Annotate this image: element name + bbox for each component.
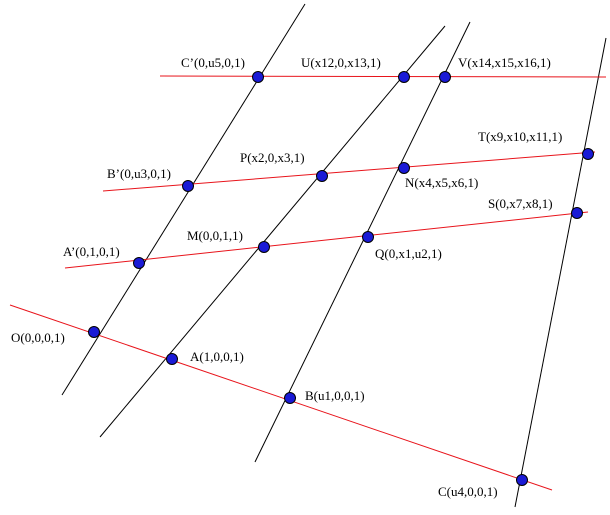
- label-M: M(0,0,1,1): [187, 228, 243, 243]
- point-T: [582, 148, 594, 160]
- point-A: [166, 353, 178, 365]
- point-B: [284, 392, 296, 404]
- point-A1: [133, 257, 145, 269]
- line-B1-T: [102, 151, 596, 192]
- point-O: [88, 326, 100, 338]
- point-U: [398, 71, 410, 83]
- point-C: [516, 474, 528, 486]
- label-B1: B’(0,u3,0,1): [107, 166, 171, 181]
- label-N: N(x4,x5,x6,1): [405, 175, 478, 190]
- line-C1-V: [159, 75, 607, 78]
- point-C1: [252, 71, 264, 83]
- line-B-V: [254, 21, 471, 463]
- label-C: C(u4,0,0,1): [438, 484, 498, 499]
- label-V: V(x14,x15,x16,1): [458, 55, 551, 70]
- label-U: U(x12,0,x13,1): [301, 55, 381, 70]
- line-A1-S: [64, 211, 589, 269]
- point-Q: [362, 231, 374, 243]
- label-O: O(0,0,0,1): [11, 330, 65, 345]
- label-T: T(x9,x10,x11,1): [478, 129, 562, 144]
- line-O-C1: [61, 3, 306, 396]
- point-V: [439, 71, 451, 83]
- point-B1: [182, 180, 194, 192]
- line-A-U: [99, 25, 446, 438]
- line-C-T: [514, 37, 607, 508]
- label-C1: C’(0,u5,0,1): [181, 55, 245, 70]
- point-P: [316, 170, 328, 182]
- label-P: P(x2,0,x3,1): [240, 150, 305, 165]
- label-Q: Q(0,x1,u2,1): [375, 246, 442, 261]
- label-B: B(u1,0,0,1): [305, 388, 365, 403]
- point-S: [571, 207, 583, 219]
- line-O-C: [9, 304, 553, 491]
- point-N: [398, 162, 410, 174]
- label-A1: A’(0,1,0,1): [63, 244, 120, 259]
- label-S: S(0,x7,x8,1): [488, 196, 553, 211]
- point-M: [258, 241, 270, 253]
- label-A: A(1,0,0,1): [190, 349, 244, 364]
